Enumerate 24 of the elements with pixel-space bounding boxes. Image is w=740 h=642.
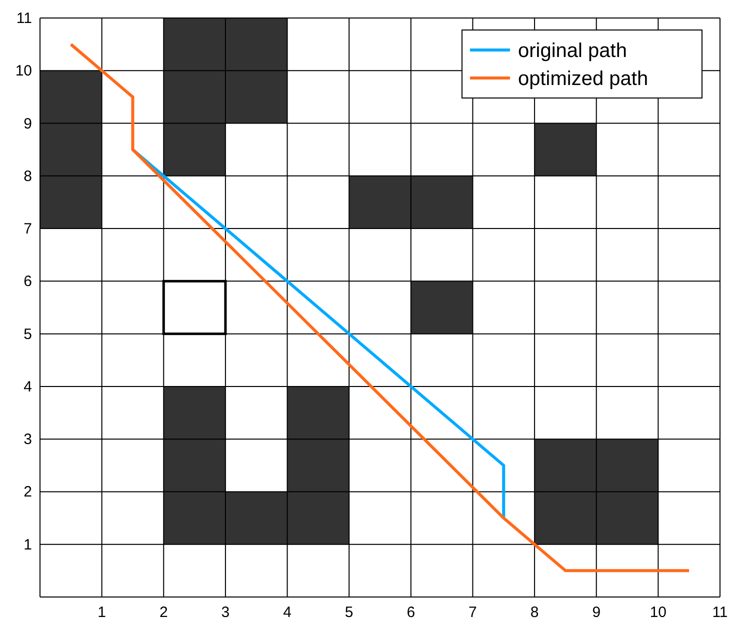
legend-label: optimized path bbox=[518, 68, 648, 90]
y-tick-label: 3 bbox=[24, 431, 32, 448]
y-tick-label: 11 bbox=[16, 10, 32, 27]
y-tick-label: 2 bbox=[24, 484, 32, 501]
x-tick-label: 4 bbox=[283, 604, 292, 621]
y-tick-label: 10 bbox=[15, 62, 32, 80]
x-tick-label: 7 bbox=[468, 604, 477, 621]
y-tick-label: 8 bbox=[24, 168, 32, 185]
legend-label: original path bbox=[518, 40, 627, 62]
x-tick-label: 11 bbox=[712, 604, 728, 621]
x-tick-label: 8 bbox=[530, 604, 539, 621]
y-tick-label: 7 bbox=[24, 220, 32, 238]
x-tick-label: 2 bbox=[159, 604, 168, 621]
y-tick-label: 9 bbox=[24, 115, 32, 132]
x-tick-label: 6 bbox=[406, 604, 416, 621]
y-tick-label: 6 bbox=[24, 273, 32, 290]
y-tick-label: 4 bbox=[24, 378, 32, 396]
y-tick-label: 1 bbox=[24, 536, 32, 554]
x-tick-label: 9 bbox=[592, 604, 601, 621]
x-tick-label: 3 bbox=[221, 604, 230, 621]
x-tick-label: 5 bbox=[344, 604, 354, 621]
y-tick-label: 5 bbox=[24, 326, 32, 343]
x-tick-label: 1 bbox=[98, 604, 106, 621]
x-tick-label: 10 bbox=[650, 604, 667, 621]
